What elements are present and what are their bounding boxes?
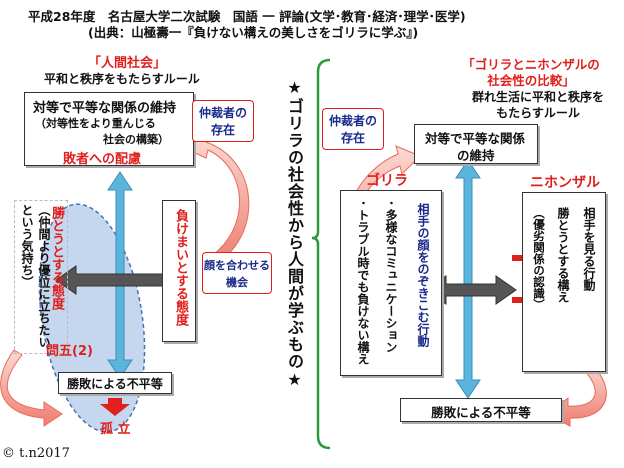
- left-subtitle: 平和と秩序をもたらすルール: [44, 72, 200, 86]
- left-win-paren: （仲間より優位に立ちたいという気持ち）: [20, 204, 51, 348]
- left-bottom-box-text: 勝敗による不平等: [67, 377, 163, 391]
- left-top-box: 対等で平等な関係の維持 （対等性をより重んじる 社会の構築） 敗者への配慮: [24, 92, 194, 167]
- monkey-col1: 相手を見る行動: [582, 207, 596, 291]
- right-arbiter-line2: 存在: [340, 131, 365, 145]
- question-label: 問五(2): [46, 344, 93, 359]
- center-bracket: [311, 58, 331, 450]
- gorilla-col2: ･多様なコミュニケーション: [384, 197, 398, 353]
- right-bottom-box: 勝敗による不平等: [400, 398, 562, 422]
- right-label-line2: 社会性の比較」: [487, 73, 575, 88]
- right-vertical-arrow: [455, 159, 481, 399]
- left-top-box-sub2: 社会の構築）: [103, 133, 169, 146]
- right-horizontal-arrow: [425, 275, 517, 305]
- left-isolation: 孤 立: [100, 422, 131, 437]
- left-arbiter-line2: 存在: [210, 123, 235, 137]
- right-arbiter-callout: 仲裁者の 存在: [322, 108, 384, 150]
- left-not-lose: 負けまいとする態度: [173, 209, 188, 326]
- left-win-attitude: 勝とうとする態度: [49, 206, 64, 310]
- left-face-line1: 顔を合わせる: [204, 259, 270, 272]
- monkey-box: 相手を見る行動 勝とうとする構え （優劣関係の認識）: [522, 192, 606, 372]
- right-top-box-line2: の維持: [457, 148, 495, 163]
- right-sub-line1: 群れ生活に平和と秩序を: [471, 90, 604, 104]
- header-line1: 平成28年度 名古屋大学二次試験 国語 一 評論(文学･教育･経済･理学･医学): [28, 9, 466, 24]
- left-loser-consideration: 敗者への配慮: [63, 152, 142, 167]
- right-sub-line2: もたらすルール: [496, 106, 580, 120]
- monkey-col3: （優劣関係の認識）: [532, 207, 546, 311]
- left-arbiter-line1: 仲裁者の: [198, 106, 247, 120]
- gorilla-col3: ･トラブル時でも負けない構え: [356, 197, 370, 365]
- left-face-callout: 顔を合わせる 機会: [202, 252, 272, 294]
- left-win-attitude-box: [14, 200, 68, 354]
- right-arbiter-line1: 仲裁者の: [328, 114, 377, 128]
- left-curve-arrow-lower: [0, 349, 63, 427]
- left-face-line2: 機会: [226, 276, 248, 289]
- right-top-box-line1: 対等で平等な関係: [425, 131, 526, 146]
- left-red-down-arrow-bottom: [100, 398, 130, 416]
- center-vertical-title: ★ゴリラの社会性から人間が学ぶもの★: [285, 78, 304, 390]
- left-top-box-sub1: （対等性をより重んじる: [35, 117, 156, 130]
- gorilla-box: 相手の顔をのぞきこむ行動 ･多様なコミュニケーション ･トラブル時でも負けない構…: [340, 190, 442, 376]
- left-not-lose-box: 負けまいとする態度: [162, 200, 196, 342]
- gorilla-label: ゴリラ: [366, 173, 408, 189]
- gorilla-col1: 相手の顔をのぞきこむ行動: [416, 203, 430, 347]
- right-label-line1: 「ゴリラとニホンザルの: [462, 57, 600, 72]
- copyright: © t.n2017: [2, 446, 70, 461]
- header-line2: (出典：山極壽一『負けない構えの美しさをゴリラに学ぶ』): [88, 25, 419, 40]
- right-top-box: 対等で平等な関係 の維持: [414, 124, 538, 164]
- monkey-col2: 勝とうとする構え: [556, 207, 570, 303]
- right-bottom-box-text: 勝敗による不平等: [431, 405, 531, 420]
- left-label: 「人間社会」: [88, 56, 167, 71]
- left-arbiter-callout: 仲裁者の 存在: [192, 100, 254, 142]
- left-top-box-title: 対等で平等な関係の維持: [33, 101, 177, 116]
- left-bottom-box: 勝敗による不平等: [58, 372, 172, 394]
- monkey-label: ニホンザル: [530, 175, 600, 191]
